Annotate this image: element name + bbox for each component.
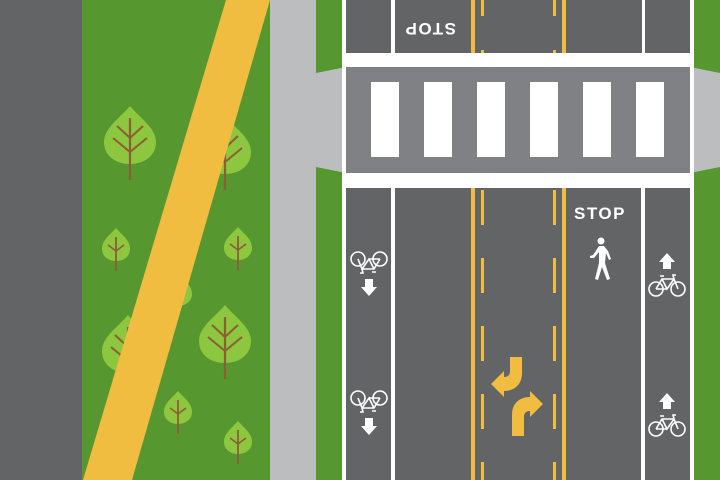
- tree-icon: [223, 420, 253, 465]
- tree-icon: [223, 226, 253, 271]
- tree-icon: [102, 104, 158, 182]
- crosswalk-stripe: [371, 82, 399, 157]
- sidewalk: [270, 0, 316, 480]
- turn-arrows: [491, 357, 543, 436]
- bicycle-icon: [350, 390, 388, 435]
- lane-line: [642, 0, 645, 53]
- center-line-dash: [553, 0, 556, 16]
- center-line-solid: [471, 0, 475, 53]
- pedestrian-icon: [590, 237, 611, 280]
- bicycle-icon: [648, 393, 686, 437]
- crosswalk-stripe: [424, 82, 452, 157]
- bicycle-icon: [648, 253, 686, 297]
- curb-ramp-left: [316, 67, 346, 173]
- crosswalk-stripe: [636, 82, 664, 157]
- left-turn-arrow-icon: [491, 357, 522, 397]
- bicycle-icon: [350, 251, 388, 296]
- crosswalk-stripe: [530, 82, 558, 157]
- travel-lanes-top: [395, 0, 642, 53]
- center-line-dash: [553, 50, 556, 53]
- tree-icon: [101, 227, 131, 272]
- right-turn-arrow-icon: [512, 391, 543, 436]
- center-line-solid: [562, 0, 566, 53]
- center-line-dash: [481, 50, 484, 53]
- bike-lane-top-right: [645, 0, 690, 53]
- arrow-up-icon: [659, 393, 675, 409]
- tree-icon: [163, 390, 193, 435]
- arrow-down-icon: [361, 418, 377, 435]
- crosswalk-stripe: [477, 82, 505, 157]
- left-road: [0, 0, 82, 480]
- stop-marking-top: STOP: [404, 19, 456, 38]
- stop-marking-bottom: STOP: [574, 204, 626, 223]
- park: [82, 0, 270, 480]
- park-illustration: [83, 0, 270, 480]
- center-turn-lane-markings: [471, 188, 566, 480]
- center-line-dash: [481, 0, 484, 16]
- diagonal-path: [83, 0, 270, 480]
- tree-icon: [197, 303, 253, 381]
- bike-lane-right: [645, 188, 690, 480]
- crosswalk: [346, 67, 690, 173]
- arrow-down-icon: [361, 279, 377, 296]
- arrow-up-icon: [659, 253, 675, 269]
- crosswalk-stripe: [583, 82, 611, 157]
- bike-lane-top-left: [346, 0, 391, 53]
- curb-ramp-right: [690, 67, 720, 173]
